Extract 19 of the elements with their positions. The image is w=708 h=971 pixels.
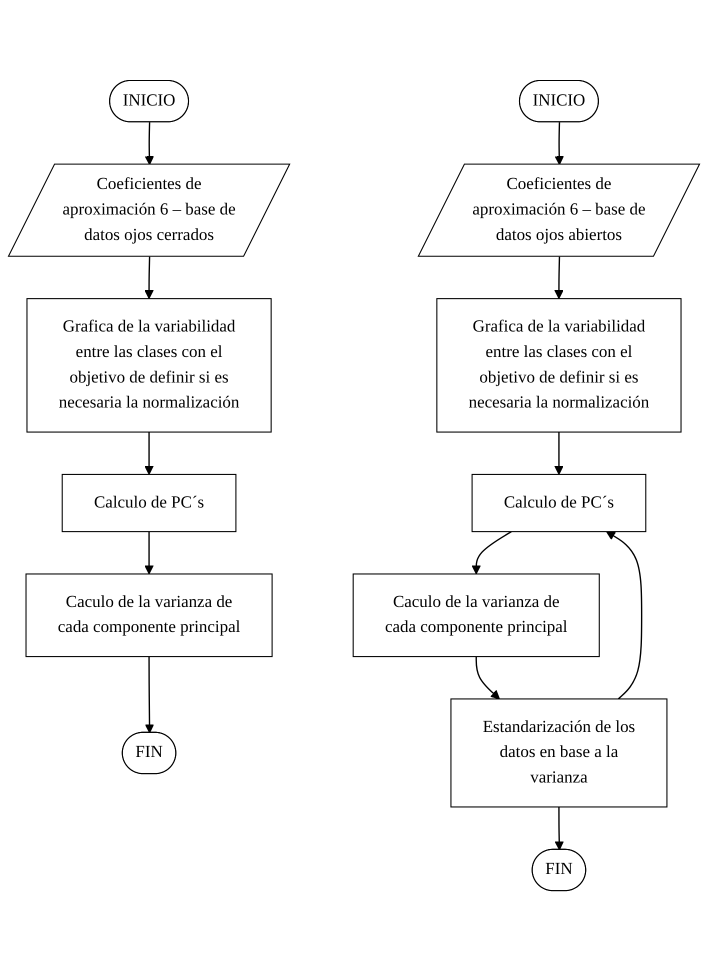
arrow xyxy=(144,122,154,166)
arrow xyxy=(554,432,564,475)
arrow xyxy=(606,531,642,700)
node-box: Estandarización de los datos en base a la varianza xyxy=(450,698,668,808)
arrow xyxy=(476,656,500,700)
node-box: Caculo de la varianza de cada componente principal xyxy=(26,573,273,658)
node-box: Calculo de PC´s xyxy=(62,474,236,532)
arrow xyxy=(144,656,154,734)
arrow xyxy=(144,256,154,299)
node-box: Grafica de la variabilidad entre las clases con el objetivo de definir si es necesaria la normalización xyxy=(26,298,272,433)
arrow xyxy=(144,432,154,475)
arrow xyxy=(554,806,564,850)
arrow xyxy=(472,530,512,574)
arrow xyxy=(554,122,564,166)
node-box: Grafica de la variabilidad entre las clases con el objetivo de definir si es necesaria la normalización xyxy=(436,298,682,433)
arrow xyxy=(554,256,564,299)
arrow xyxy=(144,532,154,574)
node-box: Calculo de PC´s xyxy=(472,474,646,532)
node-box: Caculo de la varianza de cada componente principal xyxy=(352,573,600,658)
